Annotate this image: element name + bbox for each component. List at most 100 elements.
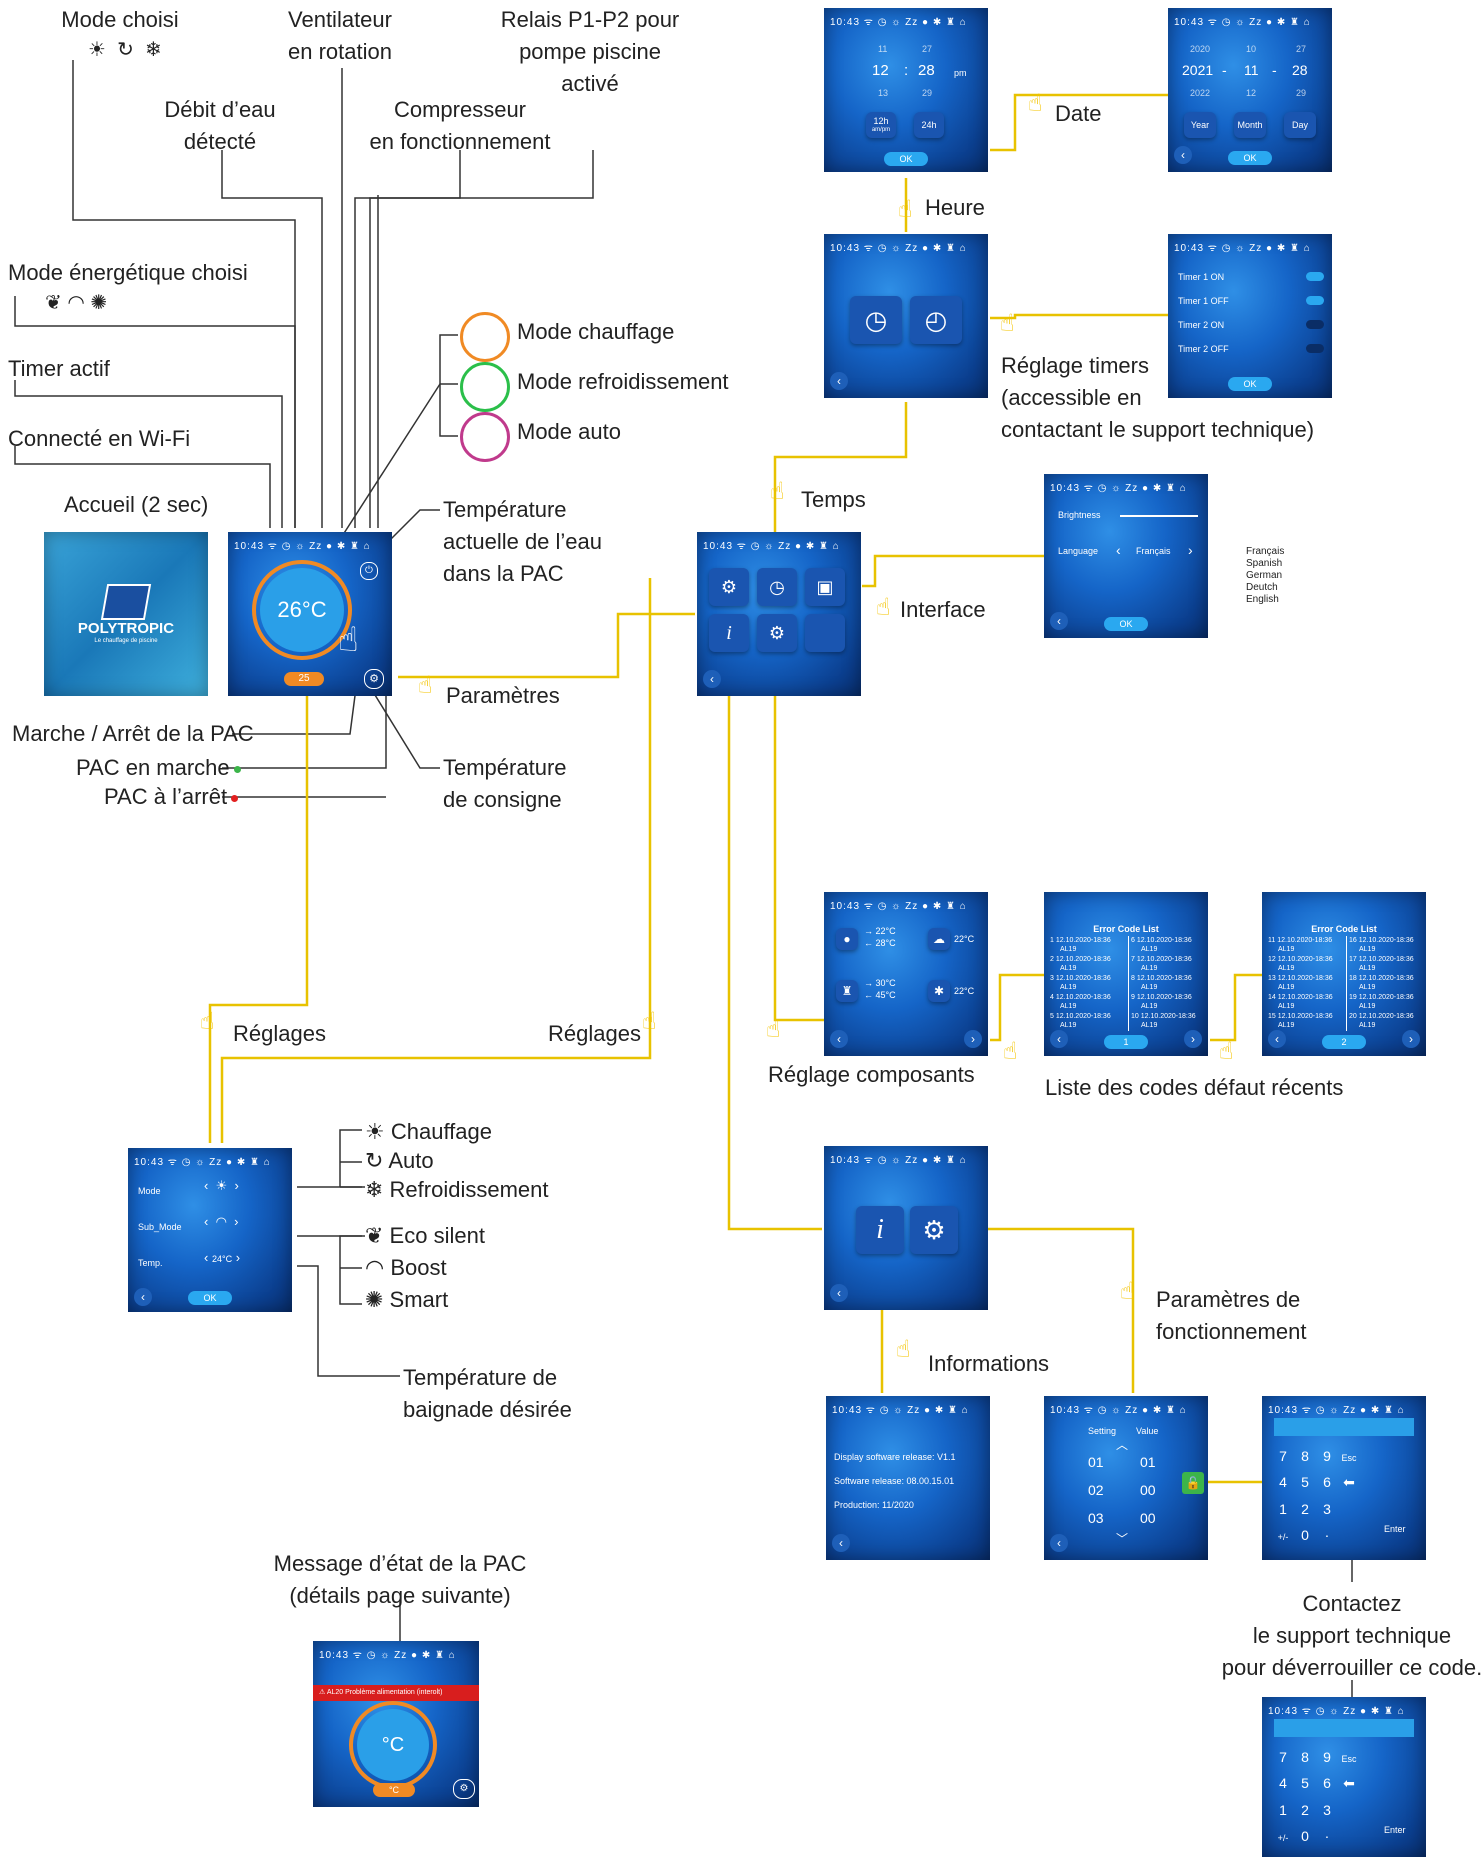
cool-ring-icon (460, 362, 510, 412)
screen-params-menu: 10:43 ᯤ ◷ ☼ Zz ● ✱ ♜ ⌂ ⚙ ◷ ▣ i ⚙ ‹ (697, 532, 861, 696)
power-button[interactable]: ⏻ (360, 562, 378, 580)
code-input[interactable] (1274, 1418, 1414, 1436)
value-header: Value (1136, 1426, 1159, 1436)
ambient-temp: 22°C (954, 934, 975, 944)
mode-label: Mode (138, 1186, 161, 1196)
setting-cell[interactable]: 02 (1088, 1482, 1104, 1498)
screen-main[interactable]: 10:43 ᯤ ◷ ☼ Zz ● ✱ ♜ ⌂ 26°C ⏻ ☝ 25 ⚙ (228, 532, 392, 696)
information-tile[interactable]: i (856, 1206, 904, 1254)
sub-mode-selector[interactable]: ‹ ◠ › (204, 1214, 239, 1230)
time-tile[interactable]: ◷ (757, 568, 797, 606)
status-bar: 10:43 ᯤ ◷ ☼ Zz ● ✱ ♜ ⌂ (830, 1155, 967, 1166)
unlock-icon[interactable]: 🔓 (1182, 1472, 1204, 1494)
back-button[interactable]: ‹ (1050, 1030, 1068, 1048)
components-tile[interactable]: ⚙ (757, 614, 797, 652)
enter-key[interactable]: Enter (1384, 1524, 1406, 1534)
timer1-on-label: Timer 1 ON (1178, 272, 1225, 282)
label-boost: ◠ Boost (365, 1255, 447, 1280)
btn-24h[interactable]: 24h (914, 112, 944, 138)
date-day[interactable]: 28 (1292, 62, 1308, 78)
setting-cell[interactable]: 03 (1088, 1510, 1104, 1526)
tap-hand-icon: ☝ (766, 1016, 781, 1043)
chevron-right-icon[interactable]: › (1188, 542, 1193, 558)
btn-day[interactable]: Day (1284, 112, 1316, 138)
label-temps: Temps (801, 487, 866, 512)
tap-hand-icon: ☝ (896, 1336, 911, 1363)
back-button[interactable]: ‹ (1174, 146, 1192, 164)
fan-temp: 22°C (954, 986, 975, 996)
value-cell[interactable]: 00 (1140, 1510, 1156, 1526)
label-mode-refroid: Mode refroidissement (517, 369, 729, 394)
value-cell[interactable]: 01 (1140, 1454, 1156, 1470)
ok-button[interactable]: OK (1228, 151, 1272, 165)
next-button[interactable]: › (1402, 1030, 1420, 1048)
back-button[interactable]: ‹ (1050, 612, 1068, 630)
date-month[interactable]: 11 (1244, 62, 1259, 78)
ok-button[interactable]: OK (1228, 377, 1272, 391)
timer2-off-toggle[interactable] (1306, 344, 1324, 353)
next-button[interactable]: › (964, 1030, 982, 1048)
mode-selector[interactable]: ‹ ☀ › (204, 1178, 239, 1194)
label-timer-actif: Timer actif (8, 356, 110, 381)
date-next-month: 12 (1246, 88, 1257, 98)
time-hour[interactable]: 12 (872, 62, 889, 79)
back-button[interactable]: ‹ (830, 1284, 848, 1302)
value-cell[interactable]: 00 (1140, 1482, 1156, 1498)
interface-tile[interactable]: ▣ (805, 568, 845, 606)
setting-cell[interactable]: 01 (1088, 1454, 1104, 1470)
info-tile[interactable]: i (709, 614, 749, 652)
label-mode-chauffage: Mode chauffage (517, 319, 675, 344)
operating-params-tile[interactable]: ⚙ (910, 1206, 958, 1254)
gear-icon[interactable]: ⚙ (364, 669, 384, 689)
info-icon: i (876, 1214, 884, 1245)
ok-button[interactable]: OK (884, 152, 928, 166)
screen-info-detail: 10:43 ᯤ ◷ ☼ Zz ● ✱ ♜ ⌂ Display software … (826, 1396, 990, 1560)
date-prev-year: 2020 (1190, 44, 1211, 54)
timer-settings-tile[interactable]: ◴ (910, 296, 962, 344)
timer1-off-toggle[interactable] (1306, 296, 1324, 305)
chevron-down-icon[interactable]: ﹀ (1116, 1532, 1129, 1546)
code-input[interactable] (1274, 1719, 1414, 1737)
temp-selector[interactable]: ‹ 24°C › (204, 1250, 241, 1265)
timer-tile[interactable]: ◷ (850, 296, 902, 344)
setpoint-badge[interactable]: °C (373, 1783, 415, 1797)
time-min[interactable]: 28 (918, 62, 935, 79)
back-button[interactable]: ‹ (830, 372, 848, 390)
timer1-on-toggle[interactable] (1306, 272, 1324, 281)
ok-button[interactable]: OK (1104, 617, 1148, 631)
back-button[interactable]: ‹ (830, 1030, 848, 1048)
gear-icon[interactable]: ⚙ (453, 1779, 475, 1799)
back-button[interactable]: ‹ (1050, 1534, 1068, 1552)
back-button[interactable]: ‹ (1268, 1030, 1286, 1048)
time-sep: : (904, 62, 909, 79)
back-button[interactable]: ‹ (134, 1288, 152, 1306)
next-button[interactable]: › (1184, 1030, 1202, 1048)
enter-key[interactable]: Enter (1384, 1825, 1406, 1835)
status-bar: 10:43 ᯤ ◷ ☼ Zz ● ✱ ♜ ⌂ (134, 1157, 271, 1168)
user-settings-tile[interactable]: ⚙ (709, 568, 749, 606)
back-button[interactable]: ‹ (832, 1534, 850, 1552)
btn-month[interactable]: Month (1234, 112, 1266, 138)
boost-gauge-icon: ◠ (365, 1255, 391, 1280)
btn-year[interactable]: Year (1184, 112, 1216, 138)
chevron-left-icon[interactable]: ‹ (1116, 542, 1121, 558)
date-sep: - (1272, 62, 1277, 78)
ok-button[interactable]: OK (188, 1291, 232, 1305)
info-icon: i (726, 622, 732, 644)
date-year[interactable]: 2021 (1182, 62, 1214, 78)
back-button[interactable]: ‹ (703, 670, 721, 688)
timer2-on-toggle[interactable] (1306, 320, 1324, 329)
setpoint-badge[interactable]: 25 (284, 672, 324, 686)
heat-mode-ring (252, 560, 352, 660)
brightness-slider[interactable] (1120, 515, 1198, 517)
chevron-right-icon: › (234, 1214, 239, 1229)
water-drop-icon: ● (836, 928, 858, 950)
cloud-icon: ☁ (928, 928, 950, 950)
logo-tagline: Le chauffage de piscine (94, 638, 158, 644)
chevron-up-icon[interactable]: ︿ (1116, 1438, 1129, 1452)
